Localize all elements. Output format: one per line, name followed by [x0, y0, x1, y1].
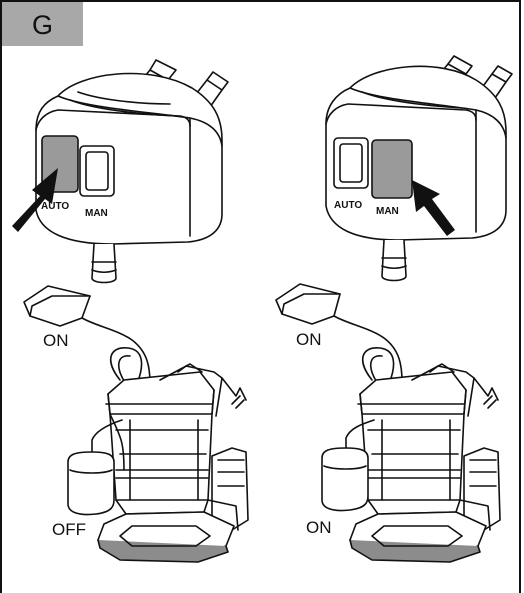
float-switch-hanging — [321, 447, 369, 512]
section-letter: G — [31, 10, 53, 40]
plug2-man-label: MAN — [376, 206, 399, 217]
float-off-label: OFF — [52, 520, 86, 539]
plug-body — [35, 72, 223, 284]
press-arrow-icon — [12, 168, 58, 232]
plug-body — [325, 65, 507, 282]
float-switch-top — [23, 285, 91, 327]
float-switch-hanging — [67, 451, 115, 516]
plug2-auto-label: AUTO — [334, 200, 362, 211]
press-arrow-icon — [412, 180, 455, 236]
float-on-label-bottom: ON — [306, 518, 332, 537]
float-on-label: ON — [43, 331, 69, 350]
section-tab: G — [2, 2, 83, 46]
plug-man: AUTO MAN — [325, 55, 513, 282]
plug1-auto-label: AUTO — [41, 201, 69, 212]
plug-auto: AUTO MAN — [12, 59, 229, 284]
float-on-label: ON — [296, 330, 322, 349]
plug1-man-label: MAN — [85, 208, 108, 219]
man-button-pressed — [371, 139, 413, 199]
pump-off-state: ON OFF — [23, 285, 249, 563]
pump-on-state: ON ON — [275, 283, 501, 563]
